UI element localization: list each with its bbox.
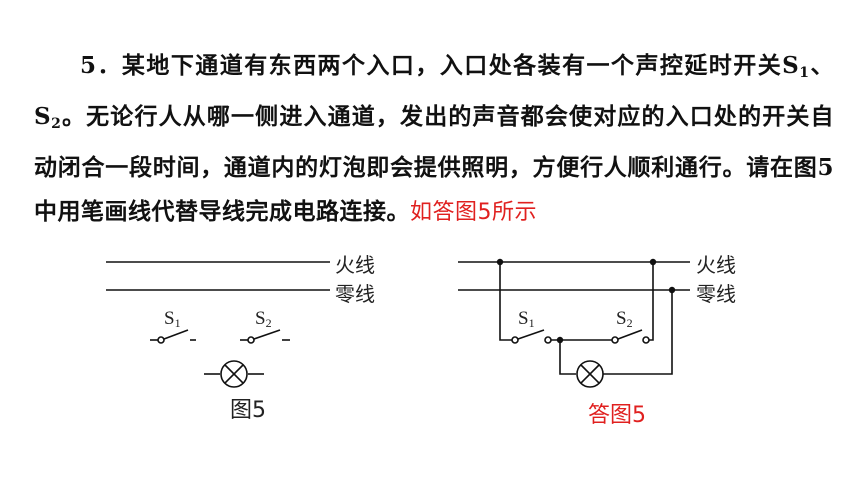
question-number: 5 [80, 52, 97, 79]
right-wire-live-to-s1 [499, 262, 512, 341]
left-s1-label: S1 [164, 308, 181, 330]
left-neutral-label: 零线 [335, 282, 375, 306]
right-wire-junction-to-lamp [559, 340, 576, 375]
switch-s1-ref: S1 [782, 52, 810, 81]
answer-note: 如答图5所示 [410, 200, 537, 225]
question-text: 5．某地下通道有东西两个入口，入口处各装有一个声控延时开关S1、 S2。无论行人从… [34, 44, 834, 235]
left-figure-caption: 图5 [230, 398, 266, 423]
right-live-label: 火线 [696, 253, 736, 277]
right-wire-lamp-to-neutral [603, 290, 673, 375]
left-lamp [204, 360, 264, 388]
left-switch-s1 [150, 329, 196, 344]
junction-dot [556, 336, 564, 344]
left-switch-s2 [240, 329, 290, 344]
junction-dot [668, 286, 676, 294]
question-part1: ．某地下通道有东西两个入口，入口处各装有一个声控延时开关 [96, 52, 783, 79]
left-live-label: 火线 [335, 253, 375, 277]
right-neutral-label: 零线 [696, 282, 736, 306]
question-part2: 。无论行人从哪一侧进入通道，发出的声音都会使对应的入口处的开关自动闭合一段时间，… [34, 103, 834, 225]
junction-dot [496, 258, 504, 266]
right-switch-s1 [511, 329, 552, 344]
right-lamp [576, 360, 604, 388]
right-s1-label: S1 [518, 308, 535, 330]
left-s2-label: S2 [255, 308, 272, 330]
junction-dot [649, 258, 657, 266]
right-switch-s2 [611, 329, 650, 344]
right-figure-caption: 答图5 [588, 403, 646, 428]
right-s2-label: S2 [616, 308, 633, 330]
switch-s2-ref: S2 [34, 103, 62, 132]
separator: 、 [809, 52, 835, 79]
right-wire-s2-to-live [649, 262, 654, 341]
